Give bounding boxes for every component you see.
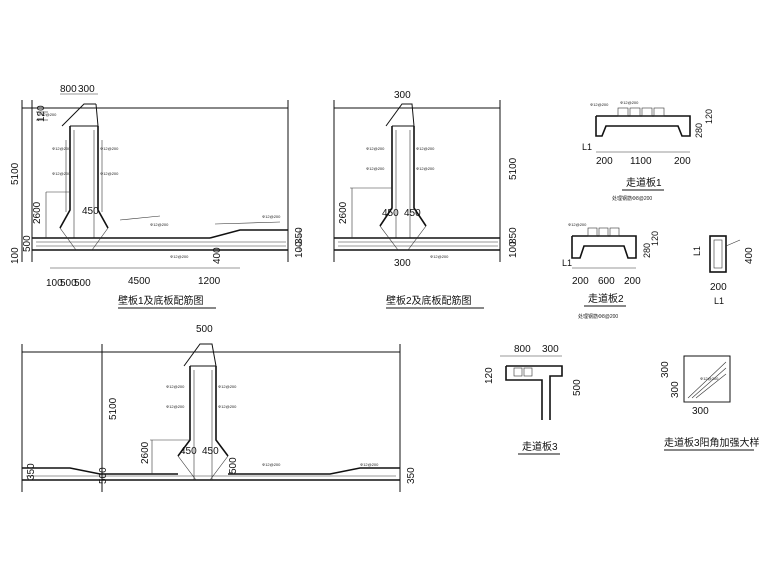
- dim-text: 100: [10, 247, 21, 264]
- dim-text: 2600: [32, 201, 43, 224]
- dim-text: 2600: [140, 441, 151, 464]
- dim-text: 450: [202, 446, 219, 457]
- dim-text: 800: [514, 344, 531, 355]
- dim-text: 120: [704, 109, 714, 124]
- dim-text: 200: [596, 156, 613, 167]
- dim-text: 120: [36, 105, 47, 122]
- rebar-label: Φ12@200: [262, 214, 281, 219]
- dim-text: 100: [46, 278, 63, 289]
- corner-title: 走道板3阳角加强大样: [664, 436, 760, 449]
- rebar-label: Φ12@200: [150, 222, 169, 227]
- walkway2-note: 处理钢筋Φ8@200: [578, 313, 618, 320]
- rebar-label: Φ12@200: [366, 166, 385, 171]
- dim-text: 100: [294, 241, 305, 258]
- dim-text: 5100: [108, 397, 119, 420]
- dim-text: 280: [694, 123, 704, 138]
- dim-text: 120: [650, 231, 660, 246]
- dim-text: 1200: [198, 276, 221, 287]
- walkway1-section: Φ12@200 Φ12@200 L1 280 120 200 1100 200 …: [582, 100, 714, 202]
- tag-text: L1: [582, 142, 592, 152]
- dim-text: 300: [692, 406, 709, 417]
- walkway3-title: 走道板3: [522, 440, 558, 453]
- rebar-label: Φ12@200: [218, 404, 237, 409]
- tag-text: L1: [562, 258, 572, 268]
- rebar-label: Φ12@200: [170, 254, 189, 259]
- dim-text: 600: [598, 276, 615, 287]
- rebar-label: Φ12@200: [416, 166, 435, 171]
- dim-text: 200: [572, 276, 589, 287]
- dim-text: 350: [294, 227, 305, 244]
- dim-text: 400: [212, 247, 223, 264]
- rebar-label: Φ12@200: [430, 254, 449, 259]
- dim-text: 2600: [338, 201, 349, 224]
- dim-text: 100: [508, 241, 519, 258]
- dim-text: 200: [674, 156, 691, 167]
- rebar-label: Φ12@200: [620, 100, 639, 105]
- dim-text: 500: [98, 467, 109, 484]
- dim-text: 500: [74, 278, 91, 289]
- column-section: L1 400 200 L1: [692, 235, 755, 306]
- dim-text: 450: [404, 208, 421, 219]
- wall2-title: 壁板2及底板配筋图: [386, 294, 472, 307]
- rebar-label: Φ12@200: [218, 384, 237, 389]
- wall3-section: Φ12@200 Φ12@200 Φ12@200 Φ12@200 Φ12@200 …: [21, 324, 417, 492]
- rebar-label: Φ12@200: [568, 222, 587, 227]
- dim-text: 800: [60, 84, 77, 95]
- walkway2-section: Φ12@200 L1 280 120 200 600 200 走道板2 处理钢筋…: [562, 222, 660, 320]
- rebar-label: Φ12@200: [52, 146, 71, 151]
- rebar-label: Φ12@200: [590, 102, 609, 107]
- walkway1-note: 处理钢筋Φ8@200: [612, 195, 652, 202]
- rebar-label: Φ12@200: [360, 462, 379, 467]
- rebar-label: Φ12@200: [52, 171, 71, 176]
- rebar-label: Φ12@200: [100, 171, 119, 176]
- dim-text: 850: [508, 227, 519, 244]
- dim-text: 500: [228, 457, 239, 474]
- dim-text: 280: [642, 243, 652, 258]
- dim-text: 500: [22, 235, 33, 252]
- rebar-label: Φ12@200: [100, 146, 119, 151]
- rebar-label: Φ12@200: [166, 404, 185, 409]
- rebar-label: Φ12@200: [366, 146, 385, 151]
- dim-text: 350: [26, 463, 37, 480]
- rebar-label: Φ12@200: [416, 146, 435, 151]
- dim-text: 1100: [630, 156, 652, 167]
- dim-text: 300: [660, 361, 671, 378]
- walkway1-title: 走道板1: [626, 176, 662, 189]
- dim-text: 500: [572, 379, 583, 396]
- dim-text: 4500: [128, 276, 151, 287]
- dim-text: 350: [406, 467, 417, 484]
- dim-text: 500: [60, 278, 77, 289]
- rebar-label: Φ12@200: [262, 462, 281, 467]
- wall2-section: Φ12@200 Φ12@200 Φ12@200 Φ12@200 Φ12@200 …: [333, 90, 519, 309]
- dim-text: 400: [744, 247, 755, 264]
- dim-text: 200: [624, 276, 641, 287]
- rebar-label: Φ12@200: [700, 376, 719, 381]
- dim-text: 5100: [10, 162, 21, 185]
- dim-text: 300: [542, 344, 559, 355]
- wall1-section: Φ12@200 Φ12@200 Φ12@200 Φ12@200 Φ12@200 …: [10, 84, 305, 309]
- dim-text: 200: [710, 282, 727, 293]
- walkway2-title: 走道板2: [588, 292, 624, 305]
- dim-text: 300: [78, 84, 95, 95]
- corner-detail: Φ12@200 300 300 300 走道板3阳角加强大样: [660, 355, 760, 451]
- tag-text: L1: [714, 296, 724, 306]
- wall1-title: 壁板1及底板配筋图: [118, 294, 204, 307]
- dim-text: 5100: [508, 157, 519, 180]
- dim-text: 500: [196, 324, 213, 335]
- tag-text: L1: [692, 246, 702, 256]
- dim-text: 120: [484, 367, 495, 384]
- dim-text: 450: [180, 446, 197, 457]
- rebar-label: Φ12@200: [166, 384, 185, 389]
- walkway3-section: 800 300 120 500 走道板3: [484, 344, 583, 455]
- dim-text: 450: [382, 208, 399, 219]
- dim-text: 300: [670, 381, 681, 398]
- dim-text: 300: [394, 258, 411, 269]
- rebar-label: Φ12@200: [38, 112, 57, 117]
- dim-text: 450: [82, 206, 99, 217]
- dim-text: 300: [394, 90, 411, 101]
